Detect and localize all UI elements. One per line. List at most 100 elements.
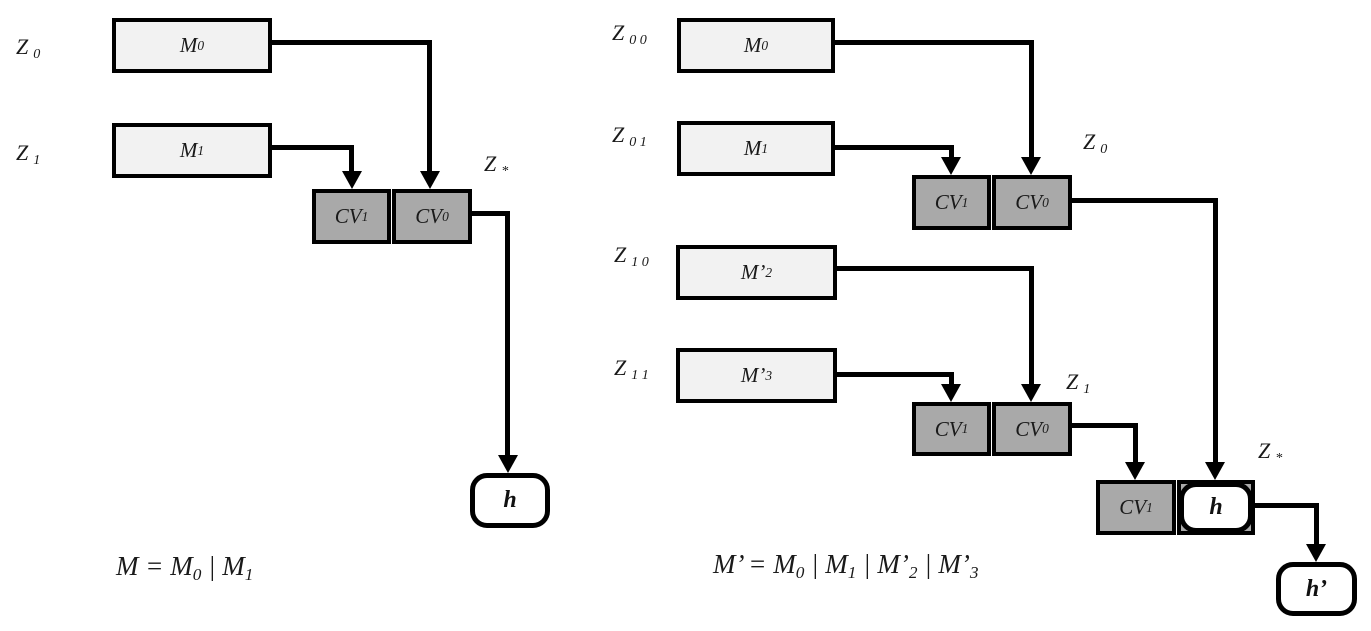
connector-vline xyxy=(1133,423,1138,462)
label-base: M’ xyxy=(740,363,766,387)
caption-right: M’ = M0 | M1 | M’2 | M’3 xyxy=(713,549,979,582)
connector-hline xyxy=(837,266,1034,271)
label-base: h’ xyxy=(1305,575,1328,602)
arrowhead-down-icon xyxy=(1021,384,1041,402)
label-sub: 0 xyxy=(1042,194,1049,210)
label-base: M xyxy=(743,33,762,57)
caption-sub: 0 xyxy=(795,562,805,582)
caption-text: M = M xyxy=(116,551,193,581)
connector-hline xyxy=(835,40,1034,45)
label-base: Z xyxy=(614,355,627,380)
label-base: Z xyxy=(16,34,29,59)
label-base: CV xyxy=(1015,190,1043,214)
label-sub: 1 xyxy=(361,208,369,224)
label-base: Z xyxy=(612,122,625,147)
label-sub: 1 xyxy=(197,142,205,158)
caption-sub: 2 xyxy=(908,562,918,582)
label-sub: 1 xyxy=(961,421,969,436)
label-base: CV xyxy=(1119,495,1147,519)
label-base: M xyxy=(743,136,762,160)
label-sub: 1 xyxy=(761,140,769,156)
arrowhead-down-icon xyxy=(342,171,362,189)
connector-vline xyxy=(349,145,354,171)
connector-vline xyxy=(427,40,432,171)
label-sub: 1 xyxy=(1146,499,1153,515)
connector-hline xyxy=(272,145,354,150)
label-sub: 3 xyxy=(765,367,773,383)
message-box-m2-right: M’2 xyxy=(676,245,837,300)
caption-text: | M’ xyxy=(856,549,909,579)
connector-vline xyxy=(1029,40,1034,157)
label-base: M xyxy=(179,138,198,162)
hash-node-h-left: h xyxy=(470,473,550,528)
arrowhead-down-icon xyxy=(498,455,518,473)
arrowhead-down-icon xyxy=(1021,157,1041,175)
label-base: CV xyxy=(934,416,962,441)
caption-sub: 1 xyxy=(244,564,254,584)
caption-text: | M’ xyxy=(917,549,970,579)
connector-vline xyxy=(1314,503,1319,544)
connector-hline xyxy=(835,145,954,150)
label-base: h xyxy=(503,487,517,513)
connector-vline xyxy=(1213,198,1218,462)
connector-hline xyxy=(472,211,510,216)
connector-hline xyxy=(837,372,954,377)
arrowhead-down-icon xyxy=(420,171,440,189)
caption-sub: 3 xyxy=(969,562,979,582)
caption-text: | M xyxy=(804,549,848,579)
arrowhead-down-icon xyxy=(1205,462,1225,480)
label-base: CV xyxy=(415,204,443,228)
label-sub: 1 0 xyxy=(631,253,649,270)
label-base: h xyxy=(1209,494,1223,520)
connector-vline xyxy=(1029,266,1034,384)
hash-node-h-frame: h xyxy=(1177,480,1255,535)
label-base: CV xyxy=(1015,416,1043,441)
label-sub: 0 xyxy=(442,208,449,224)
label-sub: 0 xyxy=(197,37,205,53)
label-base: Z xyxy=(612,20,625,45)
connector-hline xyxy=(1255,503,1319,508)
label-sub: 1 xyxy=(1083,380,1091,397)
label-base: CV xyxy=(934,190,962,214)
label-sub: 1 xyxy=(33,151,41,168)
label-sub: 0 xyxy=(33,45,41,62)
label-sub: 0 1 xyxy=(629,133,647,150)
z-label-right-star: Z* xyxy=(1258,440,1282,465)
hash-node-h-prime: h’ xyxy=(1276,562,1357,616)
caption-text: | M xyxy=(201,551,245,581)
label-base: Z xyxy=(484,151,497,176)
z-label-left-star: Z* xyxy=(484,153,508,178)
label-sub: 0 xyxy=(1100,140,1108,157)
hash-node-h-mid: h xyxy=(1179,482,1253,533)
connector-vline xyxy=(949,372,954,384)
connector-hline xyxy=(272,40,432,45)
label-sub: 1 xyxy=(961,194,969,210)
label-base: CV xyxy=(334,204,362,228)
label-sub: 0 0 xyxy=(629,31,647,48)
caption-sub: 1 xyxy=(847,562,857,582)
label-base: Z xyxy=(1066,369,1079,394)
connector-vline xyxy=(505,211,510,455)
arrowhead-down-icon xyxy=(941,157,961,175)
message-box-m3-right: M’3 xyxy=(676,348,837,403)
connector-hline xyxy=(1072,423,1138,428)
label-base: M’ xyxy=(740,260,766,284)
caption-text: M’ = M xyxy=(713,549,796,579)
label-base: Z xyxy=(614,242,627,267)
